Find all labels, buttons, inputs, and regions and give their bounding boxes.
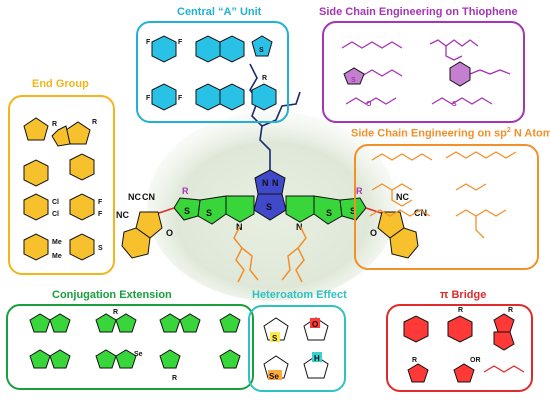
core-s-label: S — [206, 208, 212, 218]
pi-bridge-title: π Bridge — [440, 289, 487, 301]
conjugation-title: Conjugation Extension — [52, 289, 172, 301]
central-fused-core — [173, 169, 367, 225]
end-group-icons — [23, 117, 95, 261]
thiophene-ring-icons — [343, 61, 471, 87]
nc-label: NC — [128, 192, 141, 202]
r-label: R — [172, 375, 177, 382]
thiophene-side-chain-icons — [341, 39, 511, 105]
side-chain-n-title-sup: 2 — [506, 127, 511, 134]
conjugation-panel — [6, 304, 254, 390]
s-label: S — [452, 101, 457, 108]
core-s-label: S — [326, 208, 332, 218]
conjugation-icons — [29, 313, 241, 369]
core-r-labels: R R — [182, 186, 363, 196]
f-label: F — [98, 199, 103, 206]
end-group-panel — [8, 95, 115, 275]
core-s-label: S — [184, 206, 190, 216]
r-label: R — [92, 119, 97, 126]
me-label: Me — [52, 239, 62, 246]
se-label: Se — [134, 351, 143, 358]
o-label: O — [166, 228, 173, 238]
side-chain-thiophene-title: Side Chain Engineering on Thiophene — [319, 6, 518, 18]
f-label: F — [146, 95, 151, 102]
f-label: F — [178, 39, 183, 46]
end-group-structures — [121, 207, 419, 259]
pi-bridge-atom-labels: R R R OR — [412, 307, 513, 364]
heteroatom-title: Heteroatom Effect — [252, 289, 347, 301]
central-unit-atom-labels: F F F F S R — [146, 39, 267, 102]
cl-label: Cl — [52, 199, 59, 206]
side-chain-n-panel — [354, 144, 539, 270]
side-chain-n-title-main: Side Chain Engineering on sp — [351, 127, 507, 140]
se-label: Se — [269, 372, 279, 381]
nc-label: NC — [116, 210, 129, 220]
o-label: O — [366, 101, 372, 108]
nc-label: NC — [396, 192, 409, 202]
n-side-chain-icons — [369, 151, 517, 239]
f-label: F — [98, 211, 103, 218]
me-label: Me — [52, 253, 62, 260]
cn-label: CN — [142, 192, 155, 202]
end-group-labels: NC CN NC NC CN O O — [116, 192, 427, 238]
pi-bridge-icons — [403, 313, 515, 383]
orange-alkyl-chains — [233, 225, 307, 283]
core-n-label: N — [272, 178, 279, 188]
r-label: R — [262, 75, 267, 82]
core-s-label: S — [266, 202, 272, 212]
s-label: S — [351, 77, 356, 84]
end-group-atom-labels: R R Cl Cl F F Me Me S — [52, 119, 103, 260]
heteroatom-panel — [248, 305, 346, 392]
core-n-label: N — [262, 178, 269, 188]
h-label: H — [314, 354, 320, 363]
r-label: R — [52, 121, 57, 128]
pi-bridge-panel — [386, 304, 533, 392]
side-chain-n-title: Side Chain Engineering on sp2 N Atom — [351, 127, 550, 140]
core-s-label: S — [350, 206, 356, 216]
s-label: S — [259, 47, 264, 54]
core-n-label: N — [296, 222, 303, 232]
s-label: S — [272, 334, 278, 343]
conjugation-atom-labels: R Se R — [113, 309, 177, 382]
f-label: F — [146, 39, 151, 46]
r-label: R — [412, 357, 417, 364]
side-chain-n-title-end: N Atom — [510, 127, 550, 140]
o-label: O — [312, 320, 318, 329]
r-group-label: R — [356, 186, 363, 196]
pi-bridge-chain — [483, 365, 525, 373]
r-label: R — [458, 307, 463, 314]
central-unit-icons — [151, 35, 277, 111]
f-label: F — [178, 95, 183, 102]
cl-label: Cl — [52, 211, 59, 218]
central-unit-panel — [136, 21, 289, 123]
r-label: R — [508, 307, 513, 314]
or-label: OR — [470, 357, 481, 364]
thiophene-atom-labels: S O S — [351, 77, 457, 108]
cn-label: CN — [414, 208, 427, 218]
side-chain-thiophene-panel — [322, 21, 525, 123]
r-label: R — [113, 309, 118, 316]
end-group-title: End Group — [32, 78, 89, 90]
s-label: S — [98, 245, 103, 252]
central-unit-title: Central “A” Unit — [177, 6, 262, 18]
r-group-label: R — [182, 186, 189, 196]
o-label: O — [370, 228, 377, 238]
heteroatom-labels: S O Se H — [268, 318, 322, 381]
